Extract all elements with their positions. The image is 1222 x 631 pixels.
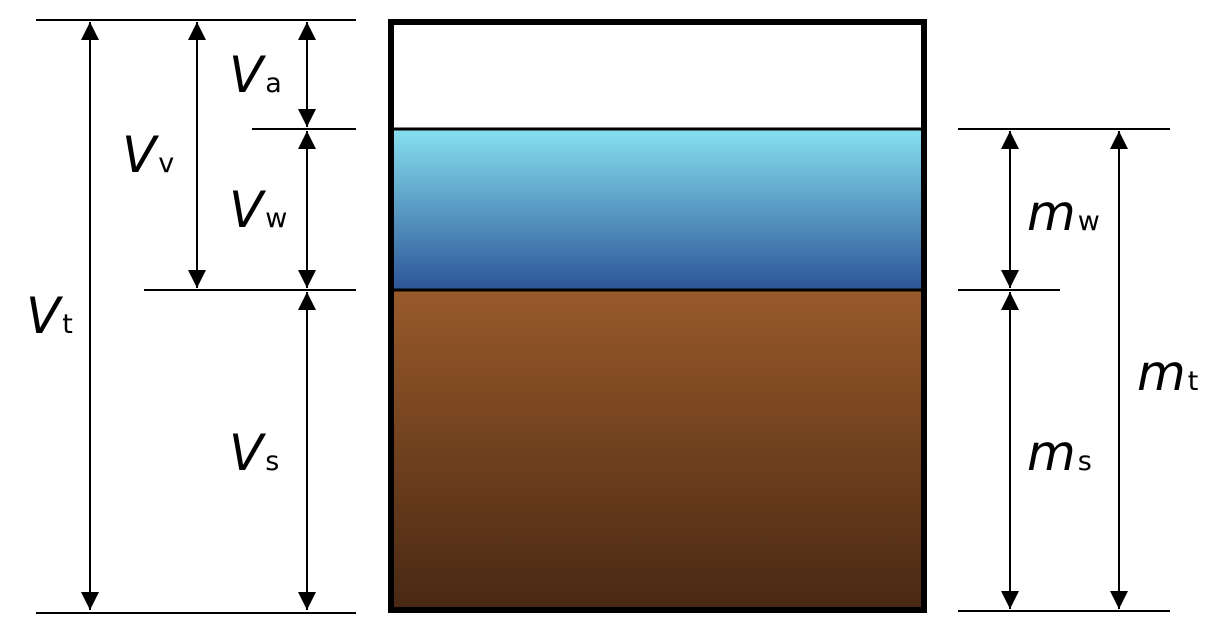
left-reference-lines — [36, 19, 356, 614]
label-va: Va — [229, 46, 282, 104]
label-vv: Vv — [122, 126, 174, 184]
label-ms: ms — [1027, 424, 1092, 482]
solids-layer — [391, 290, 924, 610]
container-outline — [388, 19, 927, 613]
label-vt: Vt — [26, 287, 73, 345]
water-layer — [391, 129, 924, 290]
label-mt: mt — [1137, 344, 1198, 402]
air-layer — [391, 22, 924, 129]
label-mw: mw — [1027, 184, 1100, 242]
label-vs: Vs — [229, 424, 279, 482]
label-vw: Vw — [229, 181, 287, 239]
right-reference-lines — [958, 128, 1170, 612]
